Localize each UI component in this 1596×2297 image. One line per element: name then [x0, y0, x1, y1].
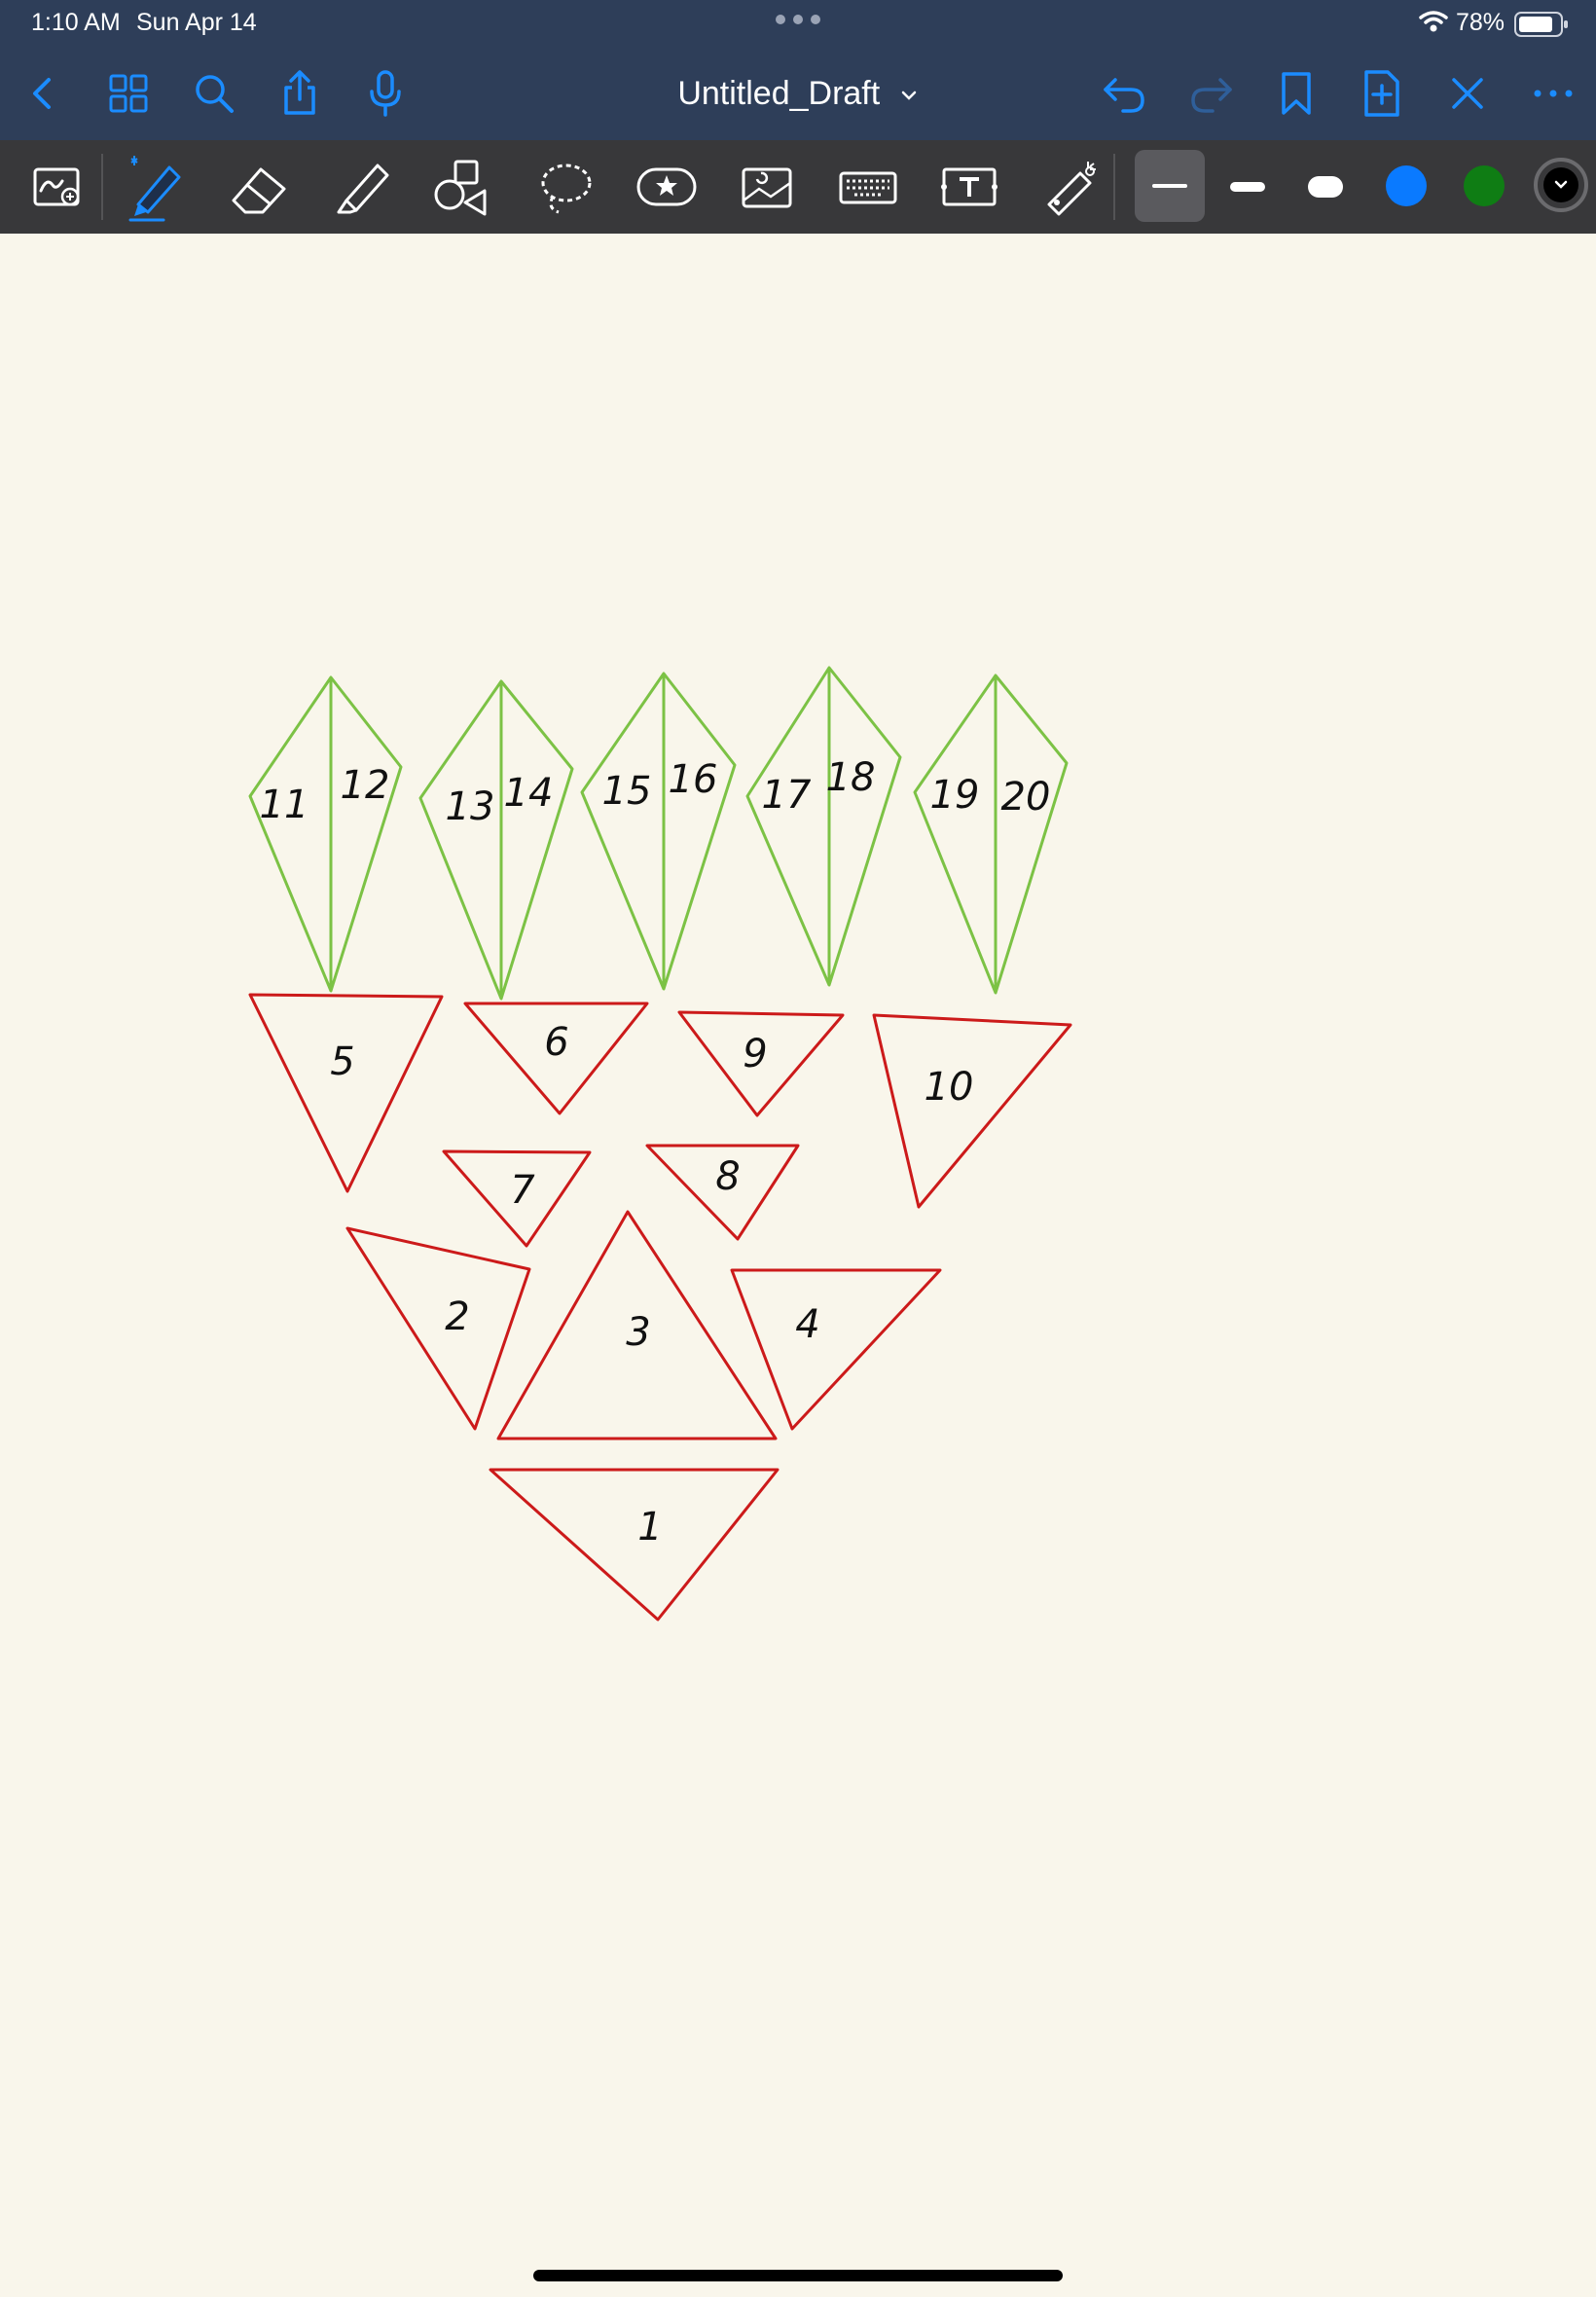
- color-swatch-green[interactable]: [1464, 165, 1505, 206]
- color-swatch-black-selected[interactable]: [1534, 158, 1588, 212]
- triangle-label: 10: [925, 1065, 974, 1110]
- laser-pointer-icon[interactable]: [1035, 152, 1106, 222]
- kite-shape: [418, 679, 574, 1001]
- triangle-shape: [463, 1002, 649, 1115]
- triangle-label: 1: [637, 1505, 662, 1550]
- home-indicator[interactable]: [533, 2270, 1063, 2281]
- more-icon[interactable]: [1526, 66, 1580, 121]
- stroke-width-thin-button[interactable]: [1135, 150, 1205, 222]
- document-nav-bar: Untitled_Draft: [0, 47, 1596, 140]
- triangle-label: 8: [715, 1154, 740, 1199]
- status-time: 1:10 AM: [31, 9, 121, 36]
- kite-label: 15: [602, 769, 652, 814]
- highlighter-icon[interactable]: [327, 152, 397, 222]
- drawing-canvas[interactable]: 11 12 13 14 15 16 17 18 19 20 5 6 9 10 7…: [0, 234, 1596, 2297]
- triangle-shape: [248, 993, 444, 1193]
- triangle-label: 3: [626, 1310, 650, 1355]
- stroke-width-medium-button[interactable]: [1216, 150, 1279, 222]
- kite-shape: [745, 666, 902, 987]
- kite-label: 18: [826, 755, 876, 800]
- medium-stroke-icon: [1230, 182, 1265, 192]
- selected-color-dot: [1543, 167, 1578, 202]
- image-icon[interactable]: [732, 152, 802, 222]
- share-icon[interactable]: [272, 66, 327, 121]
- kite-label: 20: [1001, 775, 1051, 820]
- triangle-label: 2: [445, 1294, 469, 1339]
- add-page-icon[interactable]: [1355, 66, 1409, 121]
- kite-label: 19: [930, 773, 980, 818]
- chevron-down-icon: [1554, 180, 1568, 189]
- battery-icon: [1514, 12, 1568, 37]
- triangle-label: 5: [330, 1039, 354, 1084]
- drawing-toolbar: [0, 140, 1596, 234]
- kite-label: 14: [504, 771, 554, 816]
- color-swatch-blue[interactable]: [1386, 165, 1427, 206]
- kite-label: 13: [446, 784, 495, 829]
- battery-percentage: 78%: [1456, 9, 1505, 36]
- kite-shape: [580, 672, 737, 991]
- triangle-label: 4: [795, 1302, 819, 1347]
- toolbar-divider: [1113, 154, 1115, 220]
- kite-label: 12: [341, 763, 390, 808]
- pen-icon[interactable]: [119, 152, 189, 222]
- redo-icon[interactable]: [1183, 66, 1238, 121]
- multitasking-dots-icon[interactable]: [775, 14, 821, 25]
- stroke-width-thick-button[interactable]: [1294, 150, 1357, 222]
- kite-label: 16: [669, 757, 718, 802]
- chevron-down-icon: [901, 91, 916, 100]
- wifi-icon: [1419, 11, 1448, 32]
- triangle-shape: [442, 1149, 592, 1248]
- zoom-window-icon[interactable]: [23, 152, 93, 222]
- shapes-icon[interactable]: [428, 152, 498, 222]
- search-icon[interactable]: [187, 66, 241, 121]
- toolbar-divider: [101, 154, 103, 220]
- lasso-icon[interactable]: [531, 152, 601, 222]
- triangle-shape: [730, 1268, 942, 1431]
- triangle-shape: [496, 1210, 778, 1440]
- microphone-icon[interactable]: [358, 66, 413, 121]
- sticker-icon[interactable]: [631, 152, 701, 222]
- kite-label: 11: [260, 783, 309, 827]
- triangle-shape: [677, 1010, 845, 1117]
- close-icon[interactable]: [1440, 66, 1495, 121]
- kite-shape: [248, 675, 403, 993]
- triangle-label: 9: [743, 1032, 767, 1076]
- undo-icon[interactable]: [1098, 66, 1152, 121]
- back-icon[interactable]: [16, 66, 70, 121]
- triangle-shape: [489, 1468, 780, 1622]
- thin-stroke-icon: [1152, 184, 1187, 188]
- text-box-icon[interactable]: [934, 152, 1004, 222]
- kite-shape: [913, 674, 1069, 995]
- status-date: Sun Apr 14: [136, 9, 257, 36]
- eraser-icon[interactable]: [224, 152, 294, 222]
- triangle-shape: [345, 1226, 531, 1431]
- document-title-menu[interactable]: Untitled_Draft: [642, 68, 954, 119]
- triangle-label: 6: [544, 1020, 568, 1065]
- bookmark-icon[interactable]: [1269, 66, 1324, 121]
- thick-stroke-icon: [1308, 176, 1343, 198]
- document-title: Untitled_Draft: [677, 75, 881, 112]
- keyboard-icon[interactable]: [833, 152, 903, 222]
- status-bar: 1:10 AM Sun Apr 14 78%: [0, 0, 1596, 47]
- triangle-shape: [872, 1013, 1072, 1209]
- triangle-shape: [645, 1144, 800, 1241]
- triangle-label: 7: [510, 1168, 535, 1213]
- kite-label: 17: [762, 773, 812, 818]
- grid-icon[interactable]: [101, 66, 156, 121]
